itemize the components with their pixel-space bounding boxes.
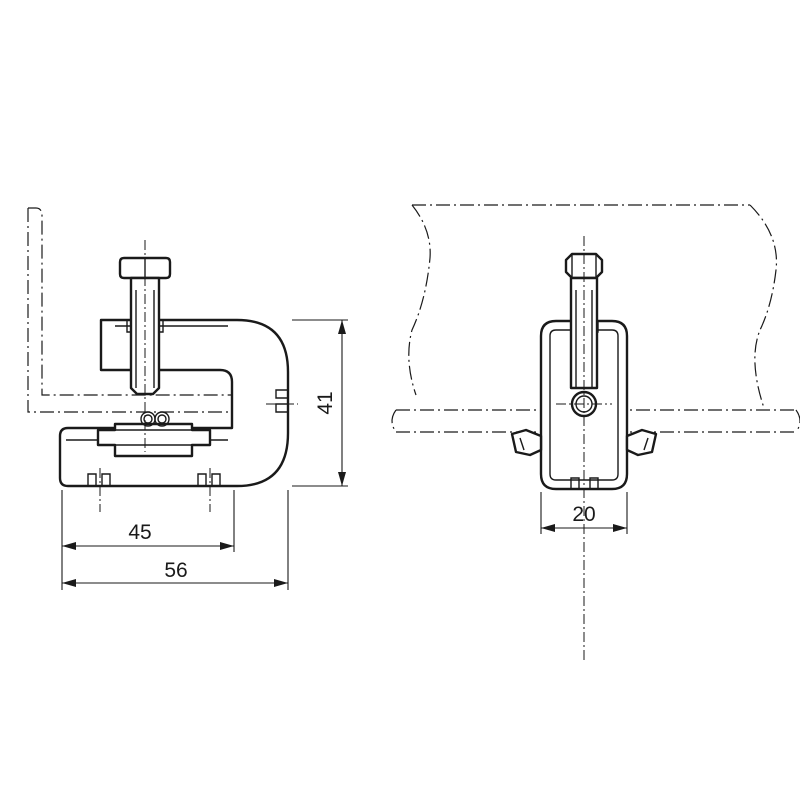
steel-angle-outline: [27, 207, 235, 413]
clamp-body: [58, 318, 290, 488]
dimension-56: 56: [62, 490, 289, 590]
jaw-block: [96, 422, 212, 458]
side-centerlines: [99, 240, 298, 512]
dimension-41-label: 41: [314, 391, 337, 414]
pin-holes: [140, 411, 170, 427]
beam-outline: [408, 204, 778, 409]
dimension-20: 20: [540, 492, 628, 534]
dimension-45-label: 45: [128, 521, 151, 544]
side-clips: [510, 428, 658, 457]
dimension-56-label: 56: [164, 559, 187, 582]
front-centerlines: [556, 236, 612, 660]
side-view: 45 56 41: [27, 207, 348, 590]
front-view: 20: [391, 204, 800, 660]
dimension-41: 41: [292, 319, 348, 487]
dimension-45: 45: [61, 490, 235, 590]
dimension-20-label: 20: [572, 503, 595, 526]
